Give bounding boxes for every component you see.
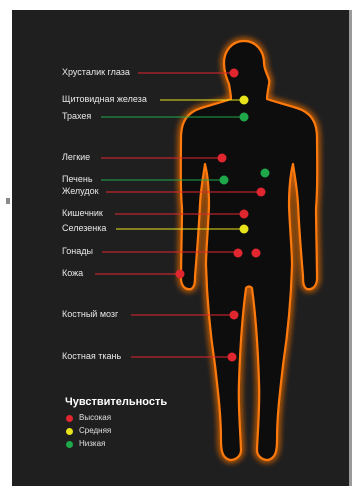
legend-dot-medium: [66, 428, 73, 435]
organ-label-lungs: Легкие: [62, 152, 90, 163]
organ-marker-trachea: [240, 113, 249, 122]
legend-label-high: Высокая: [79, 413, 111, 423]
organ-label-liver: Печень: [62, 174, 93, 185]
legend-dot-low: [66, 441, 73, 448]
organ-label-bone: Костная ткань: [62, 351, 121, 362]
organ-marker-marrow: [230, 311, 239, 320]
organ-marker-stomach: [257, 188, 266, 197]
organ-label-thyroid: Щитовидная железа: [62, 94, 147, 105]
organ-marker-gonads-secondary: [252, 249, 261, 258]
organ-marker-lungs: [218, 154, 227, 163]
organ-label-gonads: Гонады: [62, 246, 93, 257]
human-body-silhouette: [181, 41, 318, 460]
organ-label-intestine: Кишечник: [62, 208, 103, 219]
legend-item-high: Высокая: [66, 413, 111, 423]
legend-label-medium: Средняя: [79, 426, 111, 436]
organ-label-skin: Кожа: [62, 268, 83, 279]
organ-marker-gonads: [234, 249, 243, 258]
organ-marker-intestine: [240, 210, 249, 219]
organ-label-lens: Хрусталик глаза: [62, 67, 130, 78]
organ-marker-bone: [228, 353, 237, 362]
organ-marker-thyroid: [240, 96, 249, 105]
legend-item-low: Низкая: [66, 439, 105, 449]
organ-label-stomach: Желудок: [62, 186, 99, 197]
organ-marker-skin: [176, 270, 185, 279]
organ-label-marrow: Костный мозг: [62, 309, 118, 320]
organ-label-spleen: Селезенка: [62, 223, 106, 234]
legend-item-medium: Средняя: [66, 426, 111, 436]
organ-marker-liver: [220, 176, 229, 185]
legend-label-low: Низкая: [79, 439, 105, 449]
organ-label-trachea: Трахея: [62, 111, 91, 122]
organ-marker-spleen: [240, 225, 249, 234]
organ-marker-liver-secondary: [261, 169, 270, 178]
legend-dot-high: [66, 415, 73, 422]
organ-marker-lens: [230, 69, 239, 78]
legend-title: Чувствительность: [65, 396, 167, 408]
